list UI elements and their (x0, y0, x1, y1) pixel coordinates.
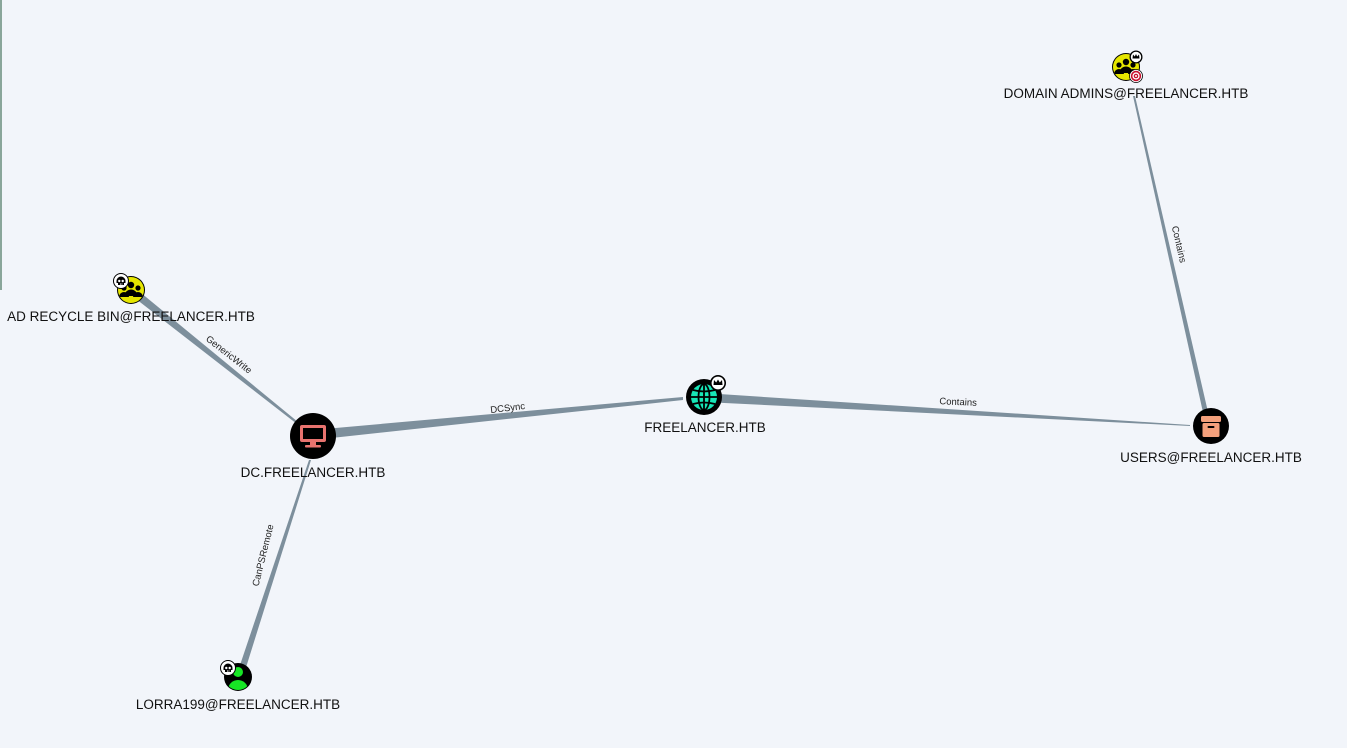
node-label-dc: DC.FREELANCER.HTB (241, 465, 386, 480)
edge-label-contains-users: Contains (939, 396, 977, 409)
node-lorra199[interactable]: LORRA199@FREELANCER.HTB (136, 660, 340, 713)
node-label-freelancer-domain: FREELANCER.HTB (644, 420, 766, 435)
globe-icon (691, 383, 717, 411)
box-icon (1201, 416, 1221, 437)
skull-icon (113, 273, 129, 289)
node-label-lorra199: LORRA199@FREELANCER.HTB (136, 697, 340, 712)
panel-edge (0, 0, 2, 290)
crown-icon (710, 375, 726, 391)
skull-icon (220, 660, 236, 676)
edge-dcsync[interactable]: DCSync (313, 397, 683, 440)
node-users-container[interactable]: USERS@FREELANCER.HTB (1120, 408, 1302, 465)
node-freelancer-domain[interactable]: FREELANCER.HTB (644, 375, 766, 435)
edge-label-dcsync: DCSync (490, 401, 526, 416)
edge-contains-users[interactable]: Contains (704, 393, 1190, 426)
node-ad-recycle-bin[interactable]: AD RECYCLE BIN@FREELANCER.HTB (7, 273, 255, 325)
edge-can-ps-remote[interactable]: CanPSRemote (236, 460, 311, 677)
node-label-domain-admins: DOMAIN ADMINS@FREELANCER.HTB (1004, 86, 1249, 101)
computer-icon (300, 425, 326, 448)
node-domain-admins[interactable]: DOMAIN ADMINS@FREELANCER.HTB (1004, 50, 1249, 102)
crown-icon (1129, 50, 1143, 64)
edge-contains-da[interactable]: Contains (1133, 96, 1211, 426)
node-label-users-container: USERS@FREELANCER.HTB (1120, 450, 1302, 465)
node-dc[interactable]: DC.FREELANCER.HTB (241, 413, 386, 480)
target-icon (1129, 69, 1143, 83)
node-label-ad-recycle-bin: AD RECYCLE BIN@FREELANCER.HTB (7, 309, 255, 324)
